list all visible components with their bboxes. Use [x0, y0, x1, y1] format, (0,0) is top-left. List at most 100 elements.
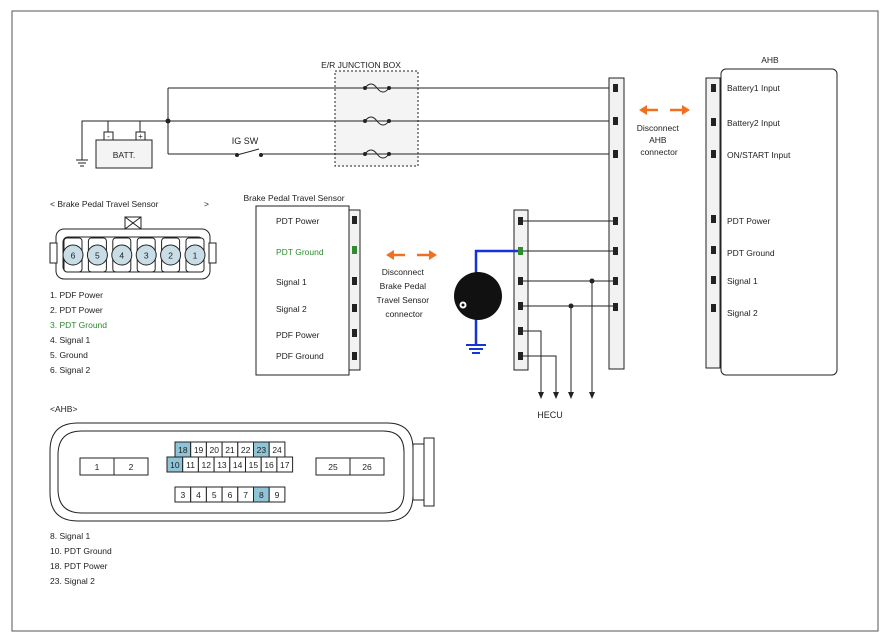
sensor-pin-pdt-power: PDT Power [276, 216, 319, 226]
ahb-pin-list-item: 23. Signal 2 [50, 576, 95, 586]
ahb-pin-number: 8 [259, 490, 264, 500]
hecu-label: HECU [537, 410, 563, 420]
sensor-connector-pin: 2 [160, 237, 182, 273]
disconnect-ahb-label: Disconnect AHB connector [637, 123, 681, 157]
sensor-pin-number: 1 [193, 251, 198, 261]
junction-dot [165, 118, 171, 124]
ahb-pin-number: 10 [170, 460, 180, 470]
sensor-pin-signal1: Signal 1 [276, 277, 307, 287]
ahb-pin-cell: 25 [328, 462, 338, 472]
ahb-pin-cell: 6 [221, 486, 239, 503]
sensor-connector-pin: 3 [135, 237, 157, 273]
sensor-connector-pin: 4 [111, 237, 133, 273]
ahb-pin-cell: 19 [190, 441, 207, 458]
ahb-pin-signal1: Signal 1 [727, 276, 758, 286]
junction-box [334, 70, 419, 167]
sensor-box-title: Brake Pedal Travel Sensor [243, 193, 344, 203]
sensor-pin-list-item-highlight: 3. PDT Ground [50, 320, 107, 330]
ahb-pin-list: 8. Signal 1 10. PDT Ground 18. PDT Power… [50, 531, 112, 586]
ahb-pin-number: 7 [243, 490, 248, 500]
power-circuit: E/R JUNCTION BOX IG SW BATT. - + [76, 60, 614, 169]
hecu-harness-bar [513, 209, 529, 371]
disconnect-sensor-arrows [386, 250, 437, 260]
ahb-connector-title: <AHB> [50, 404, 77, 414]
ahb-pin-cell: 4 [190, 486, 207, 503]
ahb-pin-number: 6 [228, 490, 233, 500]
blue-ground-icon [466, 344, 486, 354]
junction-box-label: E/R JUNCTION BOX [321, 60, 401, 70]
fuse-2 [364, 116, 390, 126]
ahb-pin-number: 5 [212, 490, 217, 500]
ahb-pin-cell: 9 [268, 486, 286, 503]
ahb-pin-cell: 26 [362, 462, 372, 472]
ahb-pin-pdt-ground: PDT Ground [727, 248, 775, 258]
ahb-pin-cell: 10 [166, 456, 184, 473]
svg-text:-: - [107, 132, 110, 141]
ahb-pin-signal2: Signal 2 [727, 308, 758, 318]
ahb-title: AHB [761, 55, 779, 65]
sensor-pin-pdf-ground: PDF Ground [276, 351, 324, 361]
hecu-harness: HECU [454, 209, 613, 420]
ahb-pin-cell: 17 [276, 456, 294, 473]
ahb-pin-number: 11 [186, 460, 195, 470]
ahb-pin-number: 16 [264, 460, 274, 470]
ahb-pin-number: 15 [249, 460, 259, 470]
ground-icon [76, 159, 88, 167]
sensor-pin-pdt-ground: PDT Ground [276, 247, 324, 257]
sensor-connector-pins: 6 5 4 3 2 1 [62, 237, 206, 273]
ahb-pin-number: 23 [257, 445, 267, 455]
sensor-pin-number: 2 [168, 251, 173, 261]
ahb-pin-cell: 2 [129, 462, 134, 472]
sensor-pin-number: 3 [144, 251, 149, 261]
ahb-pin-number: 24 [272, 445, 282, 455]
sensor-pin-signal2: Signal 2 [276, 304, 307, 314]
ahb-pin-number: 21 [225, 445, 235, 455]
ahb-pin-cell: 7 [237, 486, 255, 503]
ground-sensor-icon [454, 272, 502, 320]
diagram-frame [11, 10, 879, 632]
sensor-connector-title: < Brake Pedal Travel Sensor [50, 199, 159, 209]
ahb-pin-number: 18 [178, 445, 188, 455]
sensor-pin-number: 6 [71, 251, 76, 261]
ahb-connector-right-pins: 25 26 [315, 457, 385, 476]
ahb-pin-cell: 5 [205, 486, 223, 503]
ahb-pin-cell: 15 [245, 456, 262, 473]
ahb-pin-cell: 21 [221, 441, 239, 458]
sensor-pin-list-item: 2. PDT Power [50, 305, 103, 315]
ahb-pin-cell: 1 [95, 462, 100, 472]
sensor-module: Brake Pedal Travel Sensor PDT Power PDT … [243, 193, 361, 376]
ahb-pin-cell: 18 [174, 441, 192, 458]
ahb-pin-list-item: 10. PDT Ground [50, 546, 112, 556]
svg-text:+: + [138, 132, 143, 141]
ahb-pin-cell: 24 [268, 441, 286, 458]
sensor-pin-list-item: 1. PDF Power [50, 290, 103, 300]
ahb-pin-number: 12 [202, 460, 212, 470]
ahb-pin-battery1-input: Battery1 Input [727, 83, 781, 93]
ahb-pin-number: 13 [217, 460, 227, 470]
ahb-pin-number: 20 [210, 445, 220, 455]
sensor-connector-pin: 6 [62, 237, 84, 273]
ahb-pin-list-item: 8. Signal 1 [50, 531, 90, 541]
ahb-pin-cell: 11 [182, 456, 199, 473]
sensor-box-body [255, 205, 350, 376]
sensor-pin-pdf-power: PDF Power [276, 330, 320, 340]
ahb-module-body [720, 68, 838, 376]
ahb-pin-number: 14 [233, 460, 243, 470]
sensor-pin-list-item: 6. Signal 2 [50, 365, 90, 375]
sensor-pin-number: 5 [95, 251, 100, 261]
ahb-pin-cell: 16 [260, 456, 278, 473]
disconnect-sensor-label: Disconnect Brake Pedal Travel Sensor con… [377, 267, 432, 319]
sensor-pin-list-item: 5. Ground [50, 350, 88, 360]
ahb-pin-number: 22 [241, 445, 251, 455]
ahb-harness-connector [608, 77, 625, 370]
fuse-3 [364, 149, 390, 159]
ahb-pin-on-start-input: ON/START Input [727, 150, 791, 160]
ahb-module: AHB Battery1 Input Battery2 Input ON/STA… [705, 55, 838, 376]
ahb-pin-number: 17 [280, 460, 290, 470]
ahb-pin-pdt-power: PDT Power [727, 216, 770, 226]
ahb-pin-battery2-input: Battery2 Input [727, 118, 781, 128]
